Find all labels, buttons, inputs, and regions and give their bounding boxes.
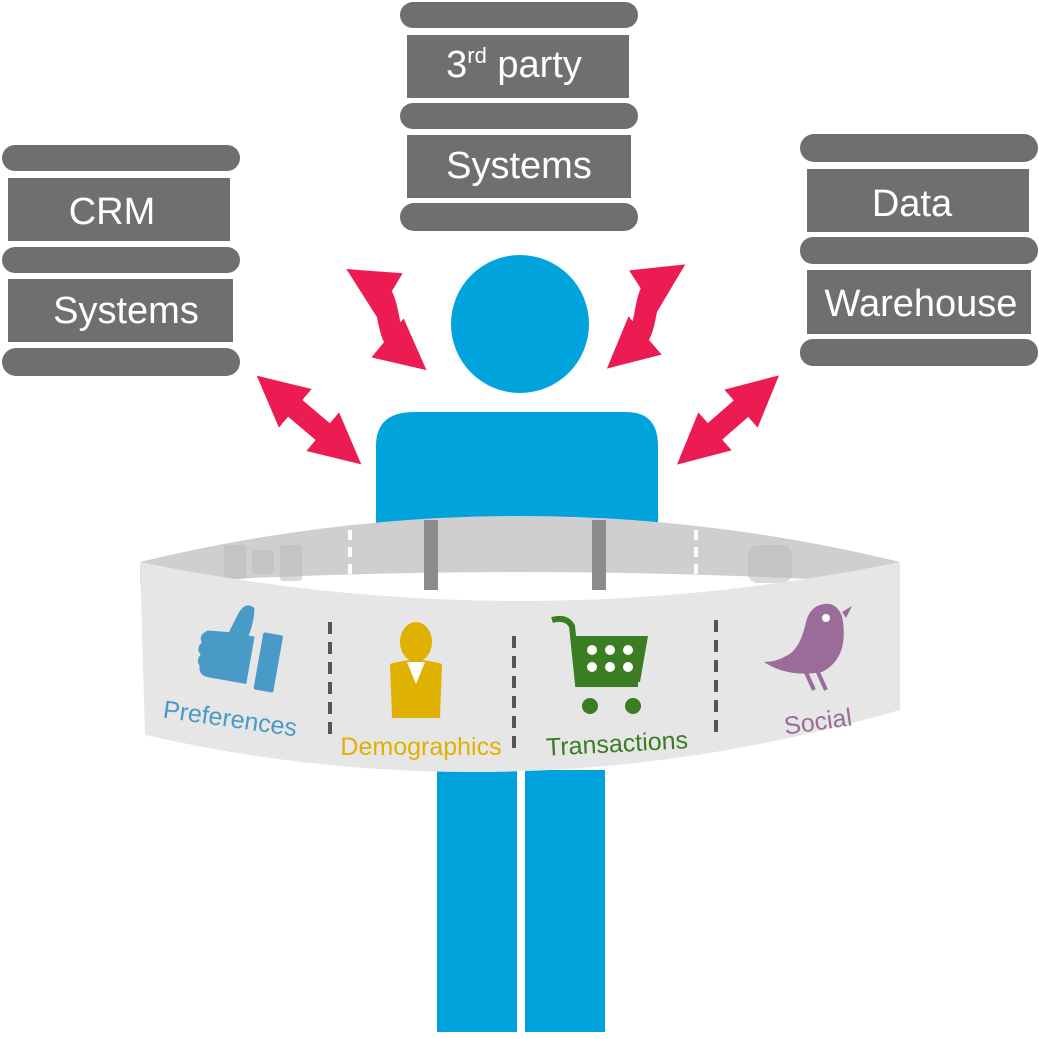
data-warehouse-database: Data Warehouse <box>800 134 1038 366</box>
data-label: Data <box>872 183 953 225</box>
arrow-right-diagonal <box>676 375 780 465</box>
crm-systems-label: Systems <box>53 290 199 332</box>
sync-arrows <box>256 264 780 465</box>
warehouse-label: Warehouse <box>825 283 1018 325</box>
belt-back-icons <box>224 545 792 583</box>
belt-inner <box>140 516 900 584</box>
arrow-left-diagonal <box>256 375 362 465</box>
third-party-label: 3rd party <box>446 43 582 86</box>
bird-icon <box>764 603 852 691</box>
crm-database: CRM Systems <box>2 145 240 376</box>
third-party-systems-label: Systems <box>446 145 592 187</box>
person-icon <box>390 622 442 718</box>
belt-segment-transactions: Transactions <box>545 615 689 762</box>
data-belt: Preferences Demographics <box>140 516 900 773</box>
person-right-leg <box>525 770 605 1032</box>
person-head <box>451 255 589 393</box>
shopping-cart-icon <box>551 615 648 714</box>
person-left-leg <box>437 770 517 1032</box>
thumbs-up-icon <box>197 605 283 693</box>
crm-label: CRM <box>69 191 156 233</box>
demographics-label: Demographics <box>340 733 501 761</box>
belt-front <box>140 562 900 773</box>
belt-segment-demographics: Demographics <box>340 622 502 761</box>
arrow-right-curved <box>606 264 686 369</box>
arrow-left-curved <box>346 268 427 371</box>
third-party-database: 3rd party Systems <box>400 2 638 231</box>
